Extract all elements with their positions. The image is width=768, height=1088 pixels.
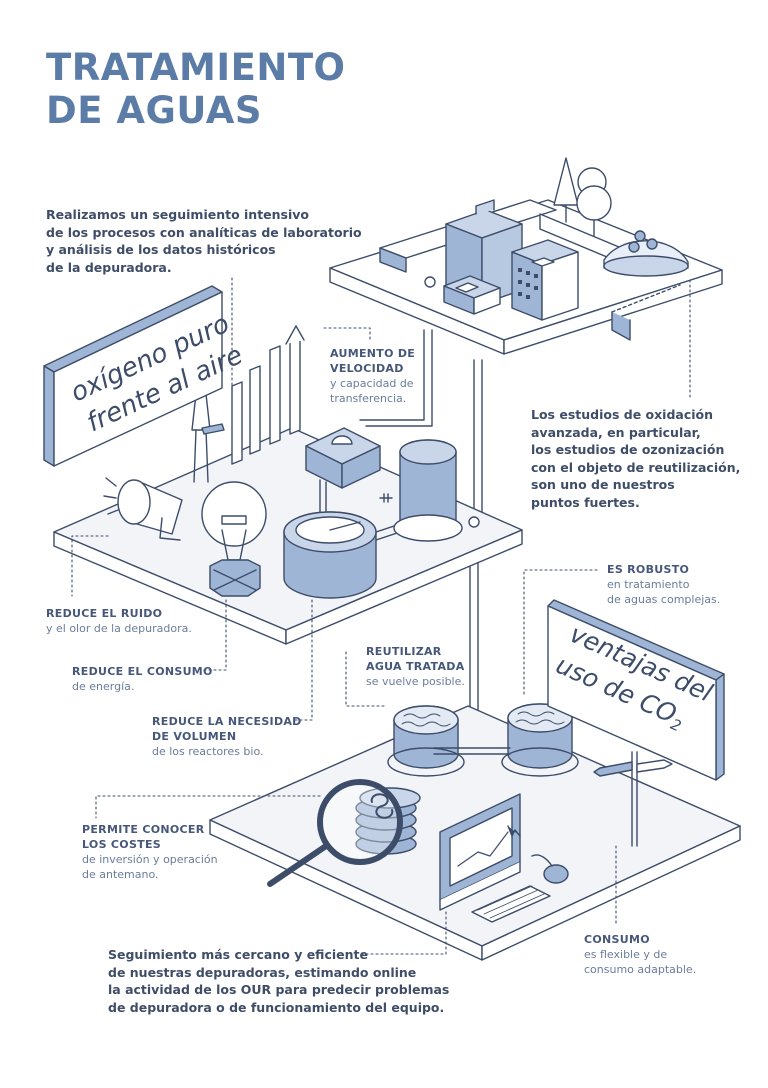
seguimiento-line: la actividad de los OUR para predecir pr… xyxy=(108,982,450,997)
callout-title: LOS COSTES xyxy=(82,838,162,851)
callout-title: REDUCE LA NECESIDAD xyxy=(152,715,302,728)
seguimiento-line: Seguimiento más cercano y eficiente xyxy=(108,947,368,962)
callout-desc: y el olor de la depuradora. xyxy=(46,622,192,635)
callout-desc: es flexible y de xyxy=(584,948,668,961)
page-title: TRATAMIENTO DE AGUAS xyxy=(46,46,346,132)
seguimiento-line: de depuradora o de funcionamiento del eq… xyxy=(108,999,445,1015)
callout-ruido: REDUCE EL RUIDO y el olor de la depurado… xyxy=(46,606,192,636)
callout-oxidacion: Los estudios de oxidación avanzada, en p… xyxy=(531,406,740,511)
callout-desc: en tratamiento xyxy=(607,578,690,591)
callout-title: AGUA TRATADA xyxy=(366,660,465,673)
callout-desc: de aguas complejas. xyxy=(607,593,721,606)
callout-title: CONSUMO xyxy=(584,933,650,946)
intro-line: de la depuradora. xyxy=(46,259,172,275)
intro-line: y análisis de los datos históricos xyxy=(46,242,276,257)
callout-title: REUTILIZAR xyxy=(366,645,442,658)
oxidacion-line: son uno de nuestros xyxy=(531,477,675,492)
callout-volumen: REDUCE LA NECESIDAD DE VOLUMEN de los re… xyxy=(152,714,302,759)
oxidacion-line: con el objeto de reutilización, xyxy=(531,459,741,475)
oxidacion-line: Los estudios de oxidación xyxy=(531,407,714,422)
seguimiento-line: de nuestras depuradoras, estimando onlin… xyxy=(108,964,417,980)
callout-title: AUMENTO DE xyxy=(330,347,416,360)
middle-platform xyxy=(53,325,523,645)
callout-seguimiento: Seguimiento más cercano y eficiente de n… xyxy=(108,946,449,1016)
callout-desc: y capacidad de xyxy=(330,377,414,390)
callout-desc: consumo adaptable. xyxy=(584,963,697,976)
callout-title: DE VOLUMEN xyxy=(152,730,237,743)
title-line-1: TRATAMIENTO xyxy=(46,46,346,89)
callout-title: REDUCE EL CONSUMO xyxy=(72,665,213,678)
callout-desc: de antemano. xyxy=(82,868,159,881)
callout-consumo: CONSUMO es flexible y de consumo adaptab… xyxy=(584,932,696,977)
callout-title: ES ROBUSTO xyxy=(607,563,690,576)
callout-desc: de los reactores bio. xyxy=(152,745,264,758)
oxidacion-line: puntos fuertes. xyxy=(531,494,640,510)
callout-desc: de inversión y operación xyxy=(82,853,218,866)
callout-title: PERMITE CONOCER xyxy=(82,823,205,836)
co2-sign-panel xyxy=(547,599,725,781)
intro-line: de los procesos con analíticas de labora… xyxy=(46,224,362,240)
bottom-platform xyxy=(209,703,741,961)
callout-title: REDUCE EL RUIDO xyxy=(46,607,163,620)
callout-costes: PERMITE CONOCER LOS COSTES de inversión … xyxy=(82,822,218,882)
oxygen-sign-panel xyxy=(43,285,223,467)
callout-desc: transferencia. xyxy=(330,392,407,405)
callout-desc: de energía. xyxy=(72,680,135,693)
top-platform xyxy=(329,157,723,355)
callout-reutilizar: REUTILIZAR AGUA TRATADA se vuelve posibl… xyxy=(366,644,465,689)
intro-line: Realizamos un seguimiento intensivo xyxy=(46,207,310,222)
callout-consumo-energia: REDUCE EL CONSUMO de energía. xyxy=(72,664,213,694)
callout-desc: se vuelve posible. xyxy=(366,675,465,688)
callout-title: VELOCIDAD xyxy=(330,362,404,375)
callout-velocidad: AUMENTO DE VELOCIDAD y capacidad de tran… xyxy=(330,346,415,406)
callout-robusto: ES ROBUSTO en tratamiento de aguas compl… xyxy=(607,562,720,607)
oxidacion-line: avanzada, en particular, xyxy=(531,424,701,440)
intro-text: Realizamos un seguimiento intensivo de l… xyxy=(46,206,362,276)
title-line-2: DE AGUAS xyxy=(46,89,263,132)
oxidacion-line: los estudios de ozonización xyxy=(531,442,725,457)
